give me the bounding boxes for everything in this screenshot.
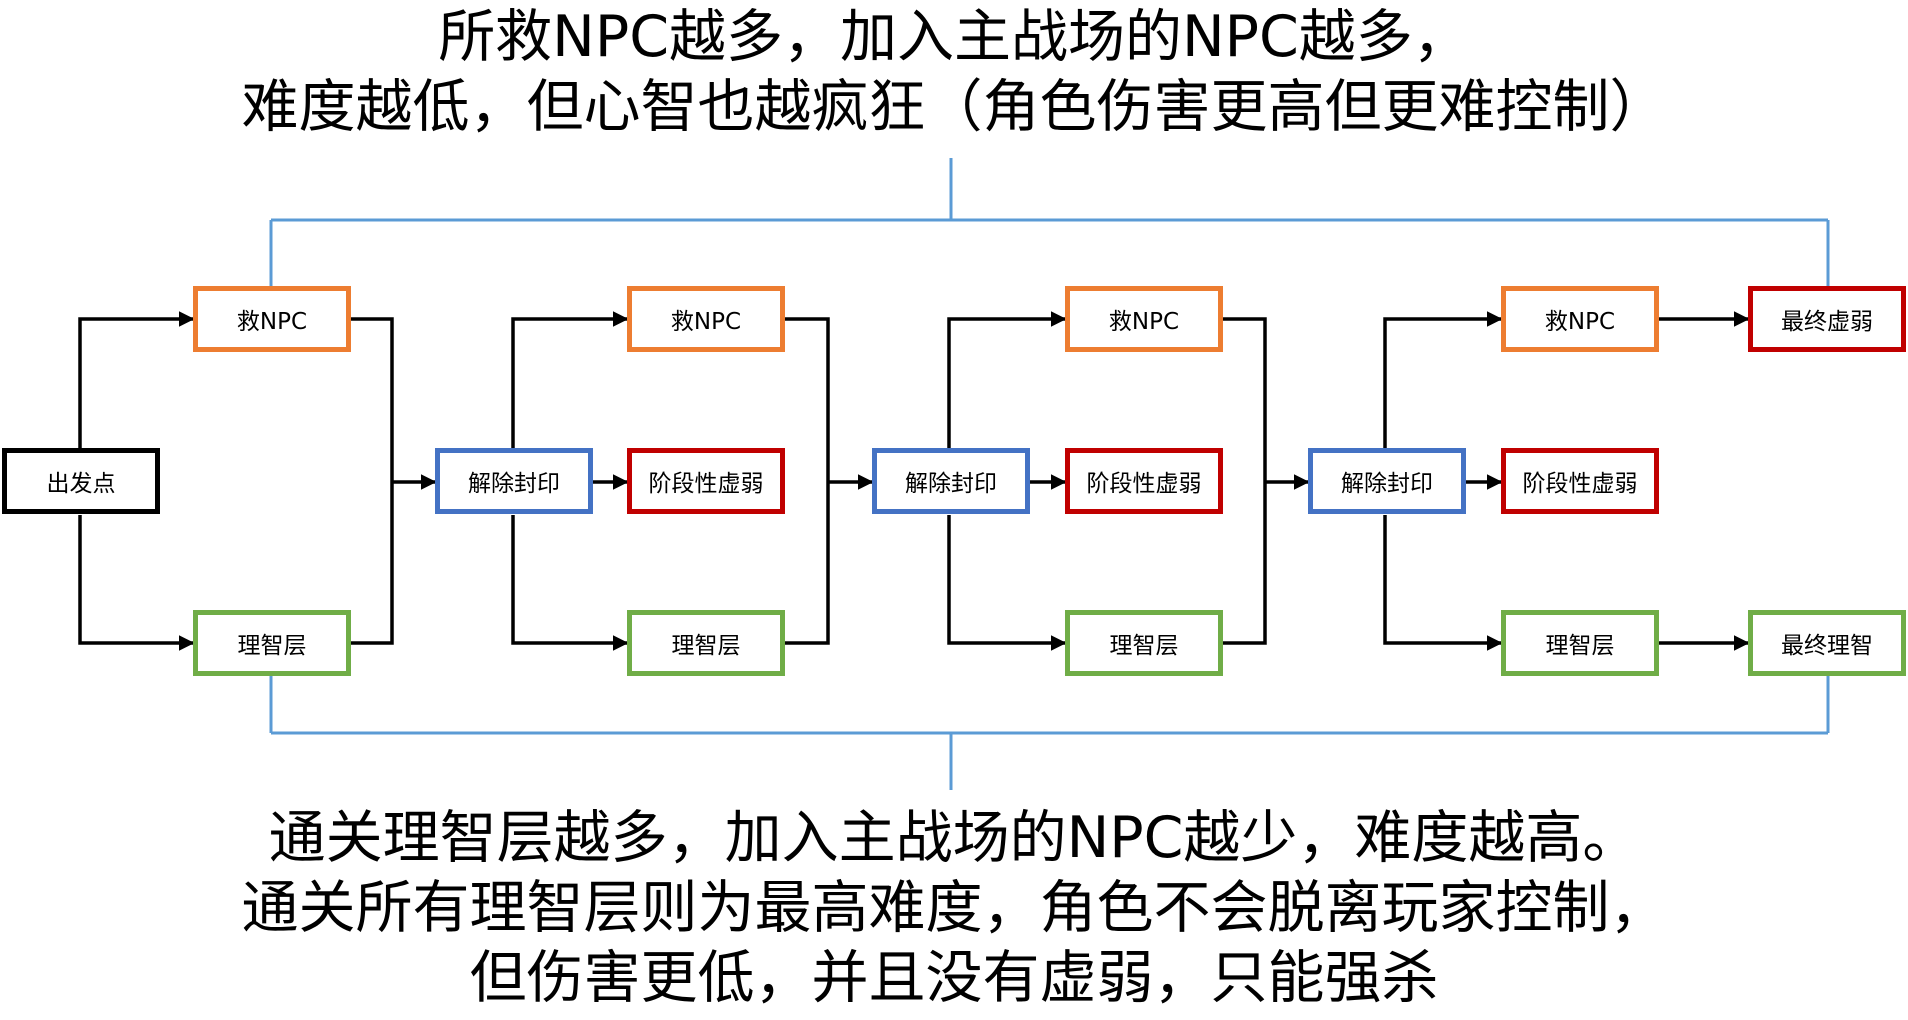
top-bracket bbox=[269, 158, 1830, 286]
phase-weak-node-3: 阶段性虚弱 bbox=[1501, 448, 1659, 514]
arrow-unseal-3-to-sanity-4 bbox=[1383, 515, 1503, 651]
phase-weak-node-1: 阶段性虚弱 bbox=[627, 448, 785, 514]
final-sanity-node: 最终理智 bbox=[1748, 610, 1906, 676]
arrow-unseal-2-to-rescue-3 bbox=[947, 311, 1067, 448]
sanity-layer-node-4: 理智层 bbox=[1501, 610, 1659, 676]
start-node: 出发点 bbox=[2, 448, 160, 514]
top-caption-line-1: 所救NPC越多，加入主战场的NPC越多， bbox=[438, 4, 1470, 70]
unseal-node-3: 解除封印 bbox=[1308, 448, 1466, 514]
arrow-unseal-3-to-rescue-4 bbox=[1383, 311, 1503, 448]
unseal-node-1: 解除封印 bbox=[435, 448, 593, 514]
arrow-unseal-1-to-rescue-2 bbox=[511, 311, 629, 448]
phase-weak-node-2: 阶段性虚弱 bbox=[1065, 448, 1223, 514]
arrow-merge-to-unseal-1 bbox=[351, 317, 435, 645]
rescue-npc-node-1: 救NPC bbox=[193, 286, 351, 352]
arrow-start-to-sanity-1 bbox=[78, 515, 195, 651]
bottom-caption-line-3: 但伤害更低，并且没有虚弱，只能强杀 bbox=[469, 945, 1439, 1011]
sanity-layer-node-2: 理智层 bbox=[627, 610, 785, 676]
bottom-caption: 通关理智层越多，加入主战场的NPC越少，难度越高。 通关所有理智层则为最高难度，… bbox=[0, 803, 1908, 1013]
arrow-merge-to-unseal-2 bbox=[785, 317, 872, 645]
top-caption: 所救NPC越多，加入主战场的NPC越多， 难度越低，但心智也越疯狂（角色伤害更高… bbox=[0, 2, 1908, 142]
final-weak-node: 最终虚弱 bbox=[1748, 286, 1906, 352]
bottom-caption-line-1: 通关理智层越多，加入主战场的NPC越少，难度越高。 bbox=[268, 805, 1640, 871]
sanity-layer-node-1: 理智层 bbox=[193, 610, 351, 676]
rescue-npc-node-2: 救NPC bbox=[627, 286, 785, 352]
arrow-unseal-1-to-sanity-2 bbox=[511, 515, 629, 651]
arrow-unseal-2-to-sanity-3 bbox=[947, 515, 1067, 651]
bottom-caption-line-2: 通关所有理智层则为最高难度，角色不会脱离玩家控制， bbox=[241, 875, 1667, 941]
sanity-layer-node-3: 理智层 bbox=[1065, 610, 1223, 676]
rescue-npc-node-4: 救NPC bbox=[1501, 286, 1659, 352]
top-caption-line-2: 难度越低，但心智也越疯狂（角色伤害更高但更难控制） bbox=[241, 74, 1667, 140]
arrow-merge-to-unseal-3 bbox=[1223, 317, 1308, 645]
rescue-npc-node-3: 救NPC bbox=[1065, 286, 1223, 352]
unseal-node-2: 解除封印 bbox=[872, 448, 1030, 514]
bottom-bracket bbox=[269, 676, 1830, 790]
arrow-start-to-rescue-1 bbox=[78, 311, 195, 448]
